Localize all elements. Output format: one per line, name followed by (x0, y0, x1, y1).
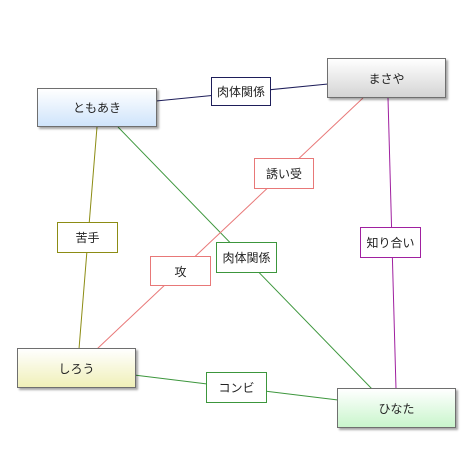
edge-label-tomoaki-hinata: 肉体関係 (216, 242, 277, 273)
node-hinata[interactable]: ひなた (337, 388, 456, 428)
edge-label-shirou-hinata: コンビ (206, 372, 267, 403)
node-tomoaki[interactable]: ともあき (37, 88, 157, 127)
node-hinata-label: ひなた (378, 401, 415, 416)
node-shirou-label: しろう (58, 361, 95, 376)
edge-label-tomoaki-masaya: 肉体関係 (211, 77, 271, 106)
edge-label-masaya-hinata: 知り合い (360, 227, 421, 258)
node-shirou[interactable]: しろう (17, 348, 136, 388)
node-masaya[interactable]: まさや (327, 58, 446, 98)
edge-label-tomoaki-shirou: 苦手 (57, 222, 118, 253)
edge-label-masaya-shirou: 誘い受 (254, 158, 314, 189)
node-masaya-label: まさや (368, 71, 405, 86)
node-tomoaki-label: ともあき (72, 101, 121, 115)
edge-label-seme: 攻 (150, 256, 211, 286)
edge-masaya-shirou (96, 97, 364, 350)
